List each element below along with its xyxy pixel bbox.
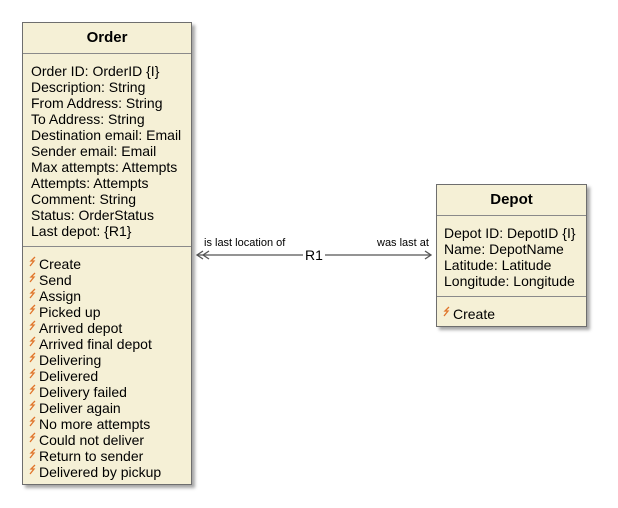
relationship-name: R1 <box>303 247 325 263</box>
lightning-bolt-icon <box>28 304 39 320</box>
lightning-bolt-icon <box>28 352 39 368</box>
order-operation[interactable]: Delivering <box>28 352 191 368</box>
lightning-bolt-icon <box>28 432 39 448</box>
lightning-bolt-icon <box>28 384 39 400</box>
order-operation[interactable]: Arrived depot <box>28 320 191 336</box>
order-operation[interactable]: No more attempts <box>28 416 191 432</box>
lightning-bolt-icon <box>28 336 39 352</box>
lightning-bolt-icon <box>28 400 39 416</box>
order-attribute: Last depot: {R1} <box>31 223 132 239</box>
lightning-bolt-icon <box>28 320 39 336</box>
lightning-bolt-icon <box>28 448 39 464</box>
depot-operation-label: Create <box>453 306 496 322</box>
order-class[interactable]: Order Order ID: OrderID {I}Description: … <box>22 22 192 485</box>
order-operation[interactable]: Could not deliver <box>28 432 191 448</box>
lightning-bolt-icon <box>28 464 39 480</box>
order-operation[interactable]: Deliver again <box>28 400 191 416</box>
order-operation-label: Could not deliver <box>39 432 145 448</box>
order-operation-label: Assign <box>39 288 82 304</box>
order-operation-label: Picked up <box>39 304 101 320</box>
order-attribute: From Address: String <box>31 95 163 111</box>
order-attribute: Attempts: Attempts <box>31 175 149 191</box>
order-operation-label: Return to sender <box>39 448 144 464</box>
order-attribute: Comment: String <box>31 191 137 207</box>
order-operation[interactable]: Send <box>28 272 191 288</box>
order-attribute: Order ID: OrderID {I} <box>31 63 160 79</box>
order-operation-label: Delivery failed <box>39 384 127 400</box>
order-operation[interactable]: Delivered by pickup <box>28 464 191 480</box>
lightning-bolt-icon <box>28 288 39 304</box>
order-class-title: Order <box>23 23 191 54</box>
order-operation[interactable]: Picked up <box>28 304 191 320</box>
depot-class[interactable]: Depot Depot ID: DepotID {I}Name: DepotNa… <box>436 184 587 327</box>
order-attribute: Max attempts: Attempts <box>31 159 178 175</box>
order-attribute: Status: OrderStatus <box>31 207 154 223</box>
lightning-bolt-icon <box>28 416 39 432</box>
order-operation-label: Delivered by pickup <box>39 464 162 480</box>
depot-class-title: Depot <box>437 185 586 216</box>
depot-attribute: Depot ID: DepotID {I} <box>444 225 576 241</box>
order-operation[interactable]: Arrived final depot <box>28 336 191 352</box>
depot-end-phrase: was last at <box>377 237 429 249</box>
lightning-bolt-icon <box>28 368 39 384</box>
arrowhead-depot-end <box>424 250 433 260</box>
order-operation-label: Create <box>39 256 82 272</box>
depot-operation[interactable]: Create <box>442 306 586 322</box>
order-operation[interactable]: Assign <box>28 288 191 304</box>
order-operation[interactable]: Return to sender <box>28 448 191 464</box>
order-operation-label: Deliver again <box>39 400 121 416</box>
order-attribute: Description: String <box>31 79 146 95</box>
depot-attribute: Latitude: Latitude <box>444 257 552 273</box>
order-operation-label: Delivered <box>39 368 99 384</box>
order-end-phrase: is last location of <box>204 237 286 249</box>
lightning-bolt-icon <box>28 272 39 288</box>
depot-attribute: Name: DepotName <box>444 241 564 257</box>
order-operation[interactable]: Delivered <box>28 368 191 384</box>
order-operation-label: Arrived final depot <box>39 336 152 352</box>
lightning-bolt-icon <box>28 256 39 272</box>
lightning-bolt-icon <box>442 306 453 322</box>
depot-attribute: Longitude: Longitude <box>444 273 575 289</box>
order-attribute: Destination email: Email <box>31 127 182 143</box>
order-operation[interactable]: Create <box>28 256 191 272</box>
order-attributes: Order ID: OrderID {I}Description: String… <box>23 54 191 247</box>
order-operation-label: Arrived depot <box>39 320 123 336</box>
arrowhead-order-end <box>195 250 204 260</box>
order-operation-label: Send <box>39 272 72 288</box>
order-attribute: Sender email: Email <box>31 143 157 159</box>
depot-operations: Create <box>437 297 586 322</box>
order-operation-label: No more attempts <box>39 416 151 432</box>
order-attribute: To Address: String <box>31 111 145 127</box>
order-operation[interactable]: Delivery failed <box>28 384 191 400</box>
order-operation-label: Delivering <box>39 352 102 368</box>
